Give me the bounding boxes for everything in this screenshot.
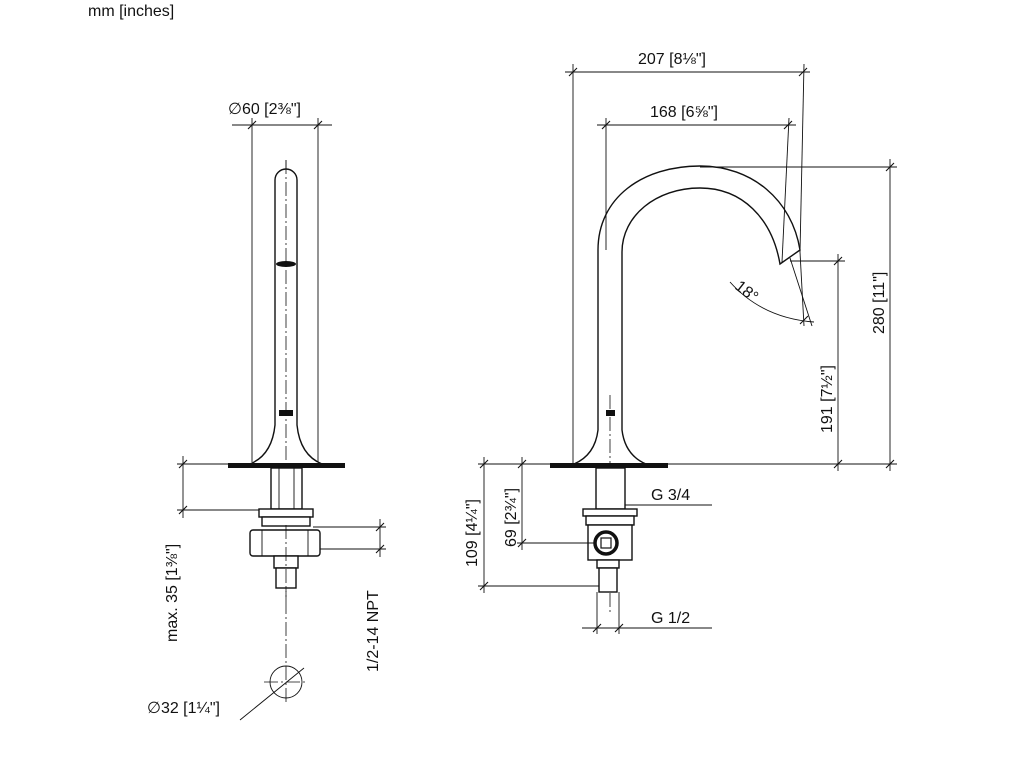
dim-valve-depth: 69 [2¾"] (503, 488, 520, 547)
dim-line (799, 63, 805, 253)
hole-leader (239, 667, 305, 721)
dim-outlet-height: 191 [7½"] (819, 365, 836, 433)
dim-tick (247, 120, 257, 130)
units-label: mm [inches] (88, 3, 175, 20)
dim-tick (517, 459, 527, 469)
dim-max-depth: max. 35 [1⅜"] (164, 544, 181, 642)
left-valve-body (249, 529, 321, 557)
left-base-plate (228, 463, 345, 468)
right-shank (595, 467, 626, 510)
dim-tick (833, 256, 843, 266)
dim-tick (178, 459, 188, 469)
dim-spout-diameter: ∅60 [2⅜"] (228, 101, 301, 118)
dim-tick (568, 67, 578, 77)
left-view: ∅60 [2⅜"] max. 35 [1⅜"] 1/2-14 NPT ∅32 [… (147, 101, 386, 721)
angle-leg (789, 257, 813, 327)
left-nut-lower (261, 516, 311, 527)
dim-tick (313, 120, 323, 130)
dim-tick (601, 120, 611, 130)
right-valve-square (600, 537, 612, 549)
dim-tick (798, 67, 808, 77)
dim-thread-npt: 1/2-14 NPT (365, 590, 382, 672)
right-valve-neck (596, 559, 620, 569)
right-thread-stub (598, 567, 618, 593)
right-base-plate (550, 463, 668, 468)
dim-tick (592, 623, 602, 633)
dim-tick (178, 505, 188, 515)
dim-tick (885, 162, 895, 172)
right-view: 207 [8⅛"] 168 [6⅝"] 18° 280 [11"] 191 [7… (464, 51, 897, 634)
dim-tick (375, 522, 385, 532)
angle-leg (799, 251, 805, 327)
dim-tick (614, 623, 624, 633)
dim-shank-length: 109 [4¼"] (464, 499, 481, 567)
dim-line (781, 117, 790, 263)
dim-tick (479, 581, 489, 591)
left-nut (258, 508, 314, 518)
dim-reach-inner: 168 [6⅝"] (650, 104, 718, 121)
right-nut-lower (585, 515, 635, 526)
right-spout (573, 165, 801, 465)
dim-reach: 207 [8⅛"] (638, 51, 706, 68)
dim-outlet-angle: 18° (732, 278, 762, 306)
right-spout-sensor (606, 410, 615, 416)
right-nut (582, 508, 638, 517)
dim-tick (783, 120, 793, 130)
dim-tick (799, 315, 809, 325)
left-spout-marker (276, 261, 296, 267)
dim-total-height: 280 [11"] (871, 272, 888, 334)
dim-tick (375, 544, 385, 554)
dim-tick (885, 459, 895, 469)
dim-tick (517, 538, 527, 548)
thread-upper-label: G 3/4 (651, 487, 690, 504)
thread-lower-label: G 1/2 (651, 610, 690, 627)
left-shank (270, 467, 303, 510)
dim-tick (833, 459, 843, 469)
dim-hole-diameter: ∅32 [1¼"] (147, 700, 220, 717)
dim-tick (479, 459, 489, 469)
